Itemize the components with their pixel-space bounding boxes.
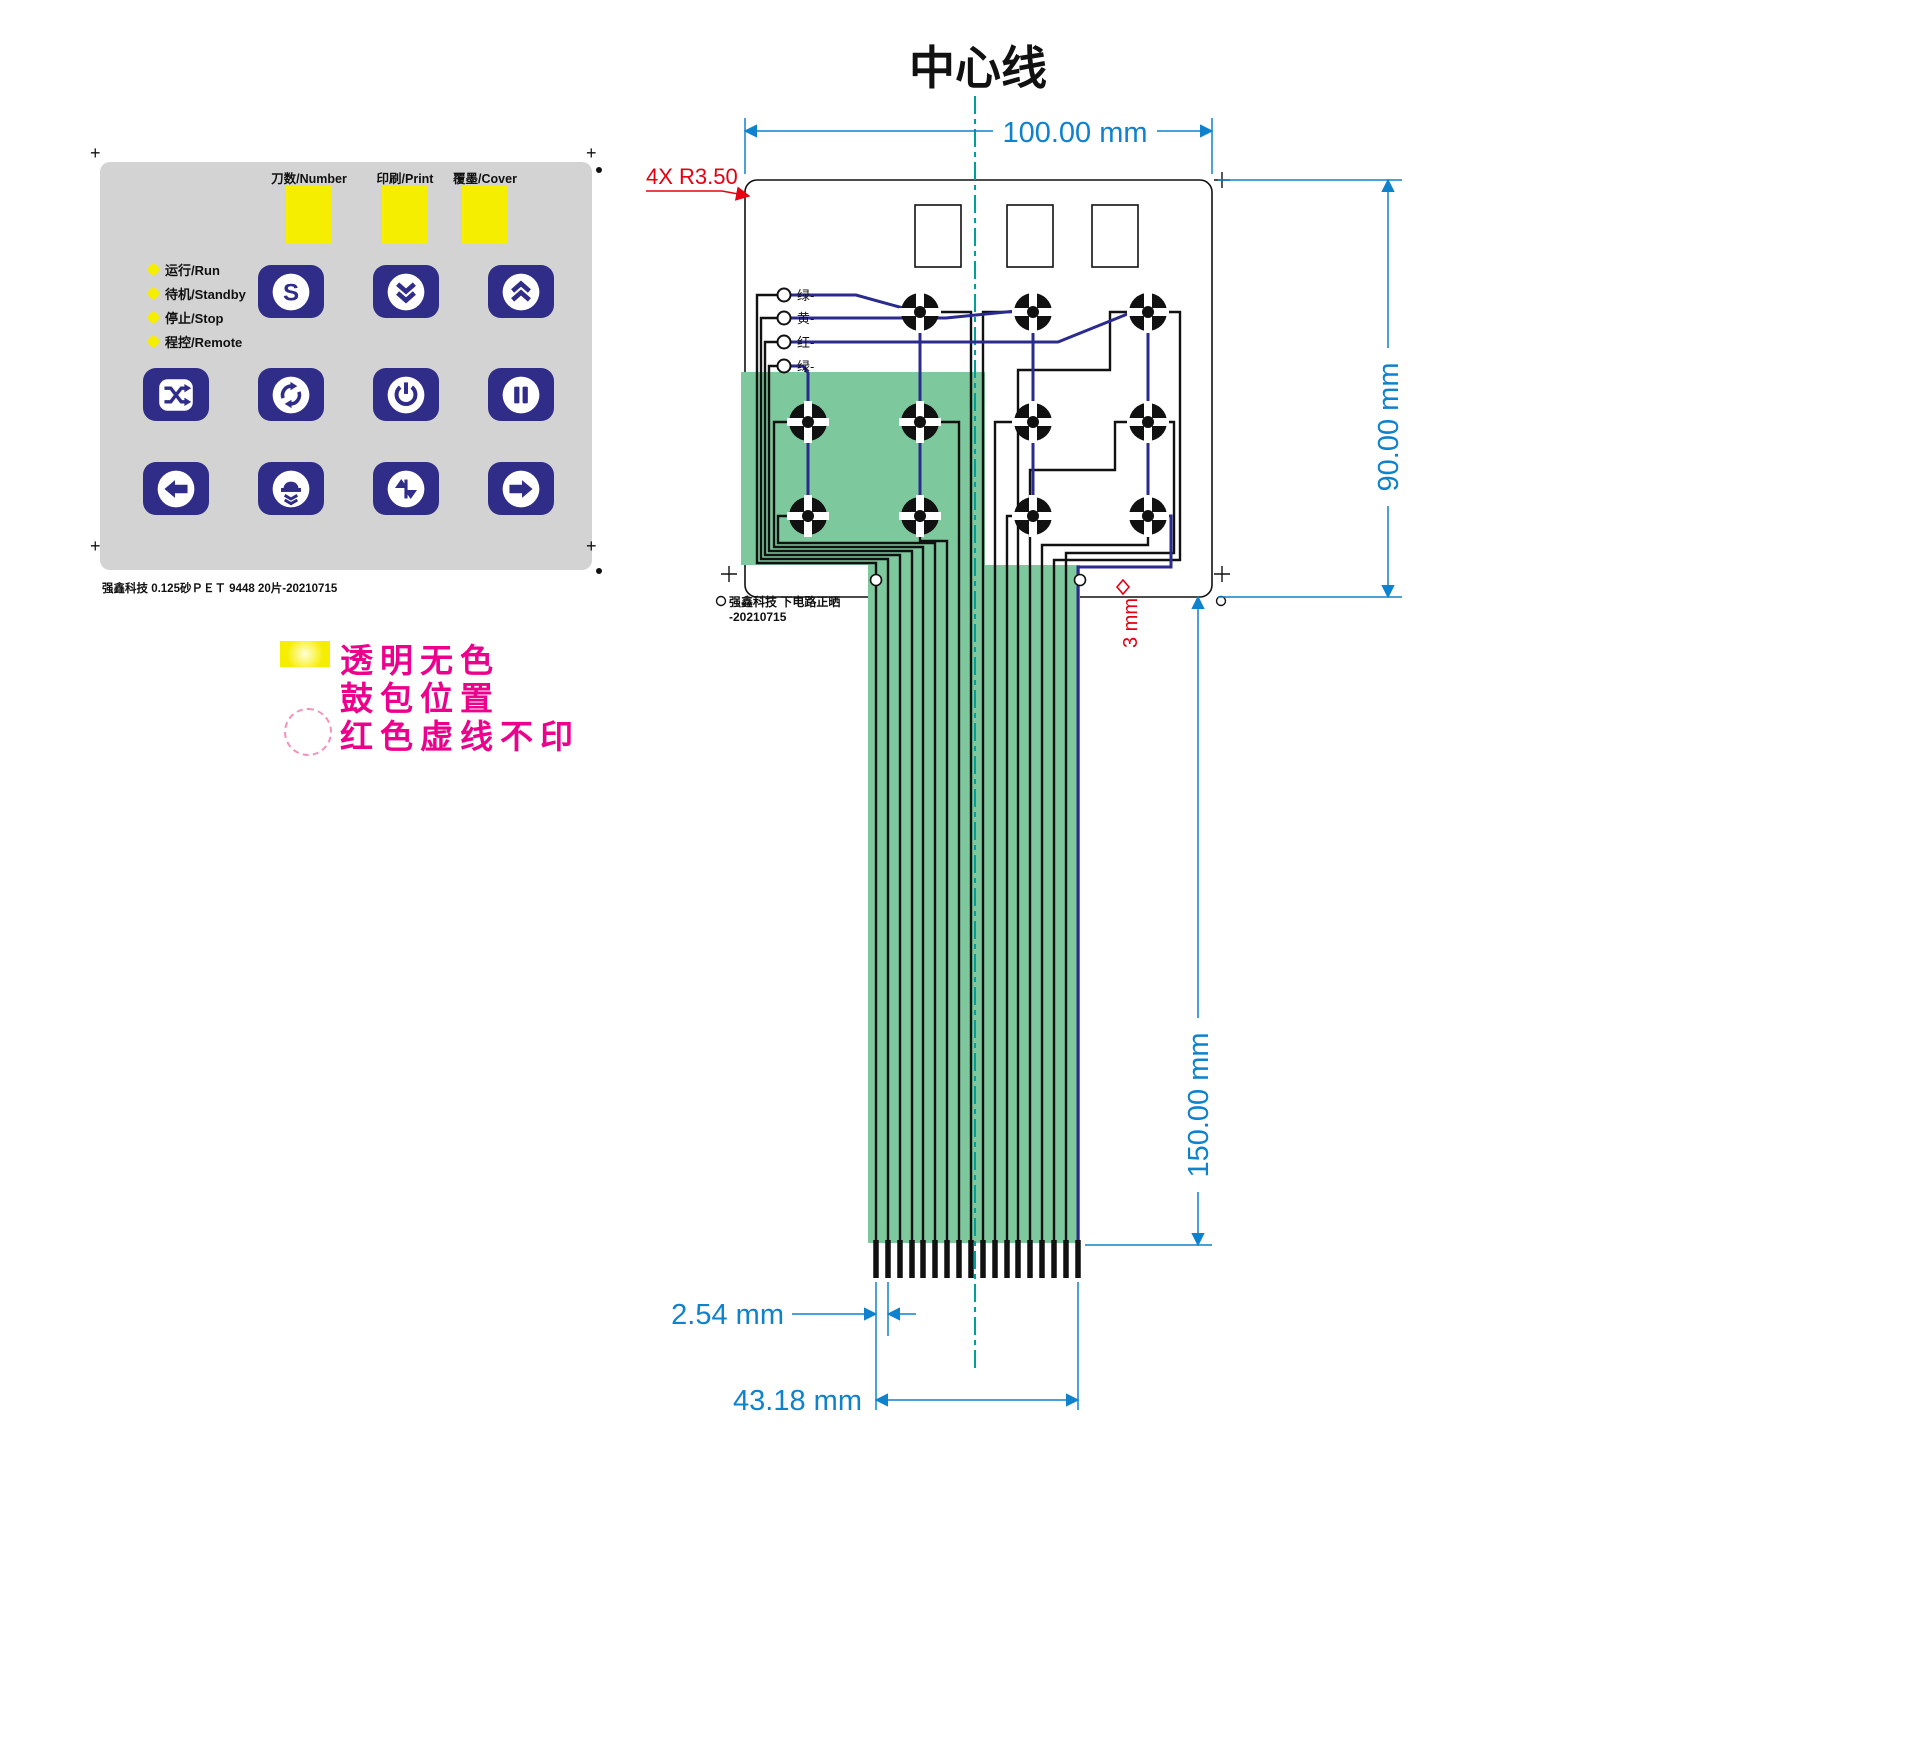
circuit-footer-line1: 强鑫科技 下电路正晒 <box>729 594 840 609</box>
led-label-run: 运行/Run <box>165 263 220 278</box>
led-window-cutouts <box>914 204 1139 268</box>
button-press <box>258 462 324 515</box>
legend-yellow-swatch <box>280 641 330 667</box>
double-chevron-up-icon <box>502 273 540 310</box>
legend-line-1: 透明无色 <box>340 642 500 679</box>
pad <box>1012 401 1054 443</box>
corner-radius-note: 4X R3.50 <box>646 164 751 201</box>
button-shuffle <box>143 368 209 421</box>
dim-width-label: 100.00 mm <box>1002 117 1147 149</box>
s-letter-icon: S <box>272 273 310 310</box>
dim-pitch: 2.54 mm <box>671 1282 916 1336</box>
pad <box>1012 291 1054 333</box>
led-standby <box>148 288 159 299</box>
wire-label-green1: 绿- <box>797 288 814 303</box>
rotate-icon <box>272 376 310 413</box>
wire-stubs: 绿- 黄- 红- 绿- <box>776 287 814 374</box>
pad <box>1127 495 1169 537</box>
reg-cross-bl: + <box>90 536 101 556</box>
button-s: S <box>258 265 324 318</box>
pad <box>787 495 829 537</box>
contact-pads <box>787 291 1169 537</box>
hole-dim-label: 3 mm <box>1120 598 1142 648</box>
pad <box>899 401 941 443</box>
window-label-print: 印刷/Print <box>376 172 434 186</box>
black-traces <box>755 293 1182 1252</box>
reg-cross-br: + <box>586 536 597 556</box>
pad <box>1127 291 1169 333</box>
circuit-footer-line2: -20210715 <box>729 610 787 624</box>
swap-vertical-icon <box>387 470 425 507</box>
pad <box>1012 495 1054 537</box>
double-chevron-down-icon <box>387 273 425 310</box>
dim-pitch-label: 2.54 mm <box>671 1299 784 1331</box>
dim-height: 90.00 mm <box>1218 178 1406 599</box>
press-icon <box>272 470 310 507</box>
pause-icon <box>502 376 540 413</box>
led-label-standby: 待机/Standby <box>165 287 246 302</box>
led-remote <box>148 336 159 347</box>
legend-line-2: 鼓包位置 <box>340 680 500 717</box>
button-power <box>373 368 439 421</box>
wire-label-green2: 绿- <box>797 359 814 374</box>
dim-tail-label: 150.00 mm <box>1183 1032 1215 1177</box>
button-swap <box>373 462 439 515</box>
hole-left <box>869 573 883 587</box>
led-label-stop: 停止/Stop <box>165 311 224 326</box>
button-pause <box>488 368 554 421</box>
arrow-left-icon <box>157 470 195 507</box>
display-window-cover <box>462 186 508 244</box>
button-up <box>488 265 554 318</box>
window-label-cover: 覆墨/Cover <box>453 172 517 186</box>
display-window-number <box>286 186 332 244</box>
dim-height-label: 90.00 mm <box>1373 363 1405 492</box>
wire-label-yellow: 黄- <box>797 311 814 326</box>
shuffle-icon <box>159 378 193 411</box>
dim-tail: 150.00 mm <box>1085 595 1216 1247</box>
legend-line-3: 红色虚线不印 <box>340 718 580 755</box>
reg-cross-tl: + <box>90 143 101 163</box>
button-left <box>143 462 209 515</box>
dim-width: 100.00 mm <box>743 114 1214 174</box>
pad <box>1127 401 1169 443</box>
hole-diameter-note: 3 mm <box>1115 578 1142 648</box>
connector-fingers <box>873 1240 1081 1278</box>
reg-dot-bottom <box>596 568 602 574</box>
display-window-print <box>382 186 428 244</box>
reg-dot-top <box>596 167 602 173</box>
reg-cross-tr: + <box>586 143 597 163</box>
pad <box>787 401 829 443</box>
power-icon <box>387 376 425 413</box>
hole-right <box>1073 573 1087 587</box>
led-stop <box>148 312 159 323</box>
arrow-right-icon <box>502 470 540 507</box>
phi-symbol <box>1115 578 1131 596</box>
pad <box>899 291 941 333</box>
led-run <box>148 264 159 275</box>
window-label-number: 刀数/Number <box>271 172 347 186</box>
keypad-panel: 刀数/Number 印刷/Print 覆墨/Cover 运行/Run 待机/St… <box>100 162 592 570</box>
pad <box>899 495 941 537</box>
drawing-title: 中心线 <box>909 42 1047 94</box>
wire-label-red: 红- <box>797 335 814 350</box>
led-label-remote: 程控/Remote <box>165 335 243 350</box>
corner-note-label: 4X R3.50 <box>646 164 738 189</box>
legend-dashed-circle <box>284 708 332 756</box>
s-glyph: S <box>283 279 299 306</box>
dim-connector: 43.18 mm <box>733 1282 1080 1417</box>
button-down <box>373 265 439 318</box>
dim-connector-label: 43.18 mm <box>733 1385 862 1417</box>
button-rotate <box>258 368 324 421</box>
keypad-footer-note: 强鑫科技 0.125砂ＰＥＴ 9448 20片-20210715 <box>102 583 338 595</box>
button-right <box>488 462 554 515</box>
